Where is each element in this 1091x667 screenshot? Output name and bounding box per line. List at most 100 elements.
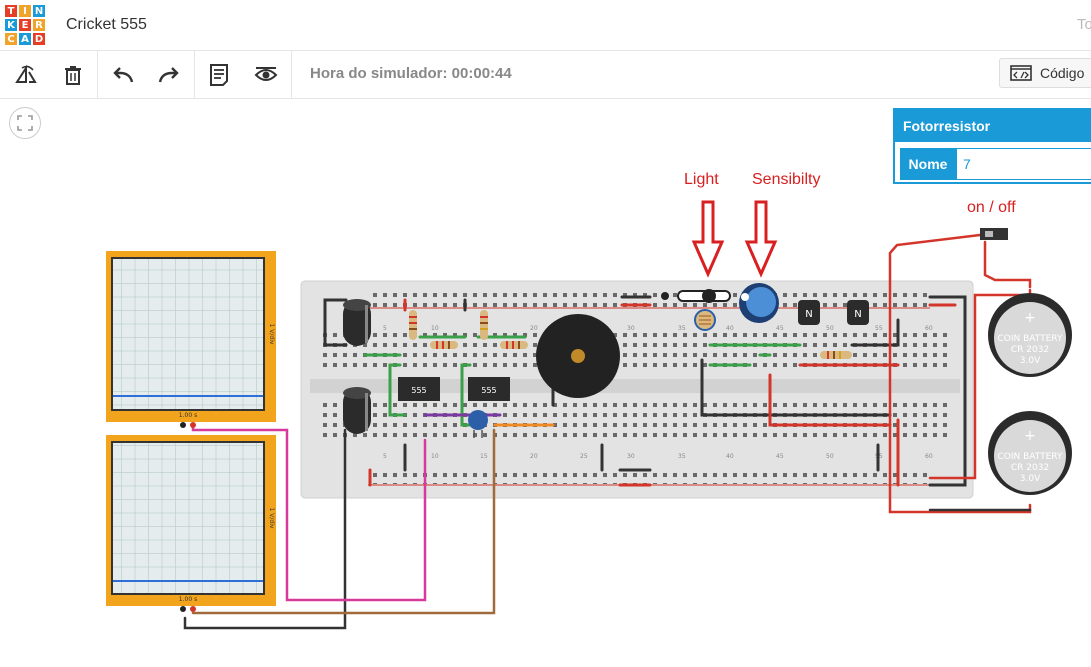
rotate-icon (15, 64, 37, 83)
svg-text:20: 20 (530, 325, 538, 332)
resistor[interactable] (820, 351, 852, 359)
battery-label: COIN BATTERY (998, 452, 1063, 462)
oscilloscope[interactable]: 1.00 s 1 V/div (106, 251, 276, 428)
code-icon (1010, 65, 1032, 81)
npn-transistor[interactable]: N (798, 300, 820, 325)
slide-switch[interactable] (980, 228, 1008, 240)
toolbar-separator (291, 51, 292, 98)
svg-text:40: 40 (726, 325, 734, 332)
svg-text:30: 30 (627, 325, 635, 332)
battery-label: CR 2032 (1011, 463, 1049, 473)
toolbar: Hora do simulador: 00:00:44 Código (0, 51, 1091, 99)
name-field[interactable]: 7 (956, 148, 1091, 180)
battery-label: CR 2032 (1011, 345, 1049, 355)
transistor-label: N (854, 309, 861, 320)
logo-letter: A (18, 32, 32, 46)
eye-icon (254, 66, 278, 81)
oscilloscope-volt-label: 1 V/div (268, 508, 275, 529)
oscilloscope-time-label: 1.00 s (179, 412, 197, 419)
battery-label: COIN BATTERY (998, 334, 1063, 344)
svg-text:30: 30 (627, 453, 635, 460)
svg-text:60: 60 (925, 453, 933, 460)
svg-text:60: 60 (925, 325, 933, 332)
logo-letter: T (4, 4, 18, 18)
ic-555[interactable]: 555 (398, 377, 440, 401)
transistor-label: N (805, 309, 812, 320)
svg-text:20: 20 (530, 453, 538, 460)
resistor[interactable] (480, 310, 488, 340)
resistor[interactable] (409, 310, 417, 340)
svg-text:50: 50 (826, 325, 834, 332)
svg-text:40: 40 (726, 453, 734, 460)
annotation-arrow-sensibility (744, 200, 778, 278)
code-button[interactable]: Código (999, 58, 1091, 88)
electrolytic-capacitor[interactable] (343, 387, 371, 434)
potentiometer[interactable] (739, 283, 779, 323)
view-button[interactable] (244, 51, 288, 98)
logo-letter: C (4, 32, 18, 46)
battery-label: 3.0V (1020, 356, 1041, 366)
svg-text:5: 5 (383, 325, 387, 332)
redo-button[interactable] (147, 51, 191, 98)
inspector-title: Fotorresistor (895, 110, 1091, 142)
svg-text:35: 35 (678, 325, 686, 332)
logo-letter: D (32, 32, 46, 46)
ceramic-capacitor[interactable] (468, 410, 488, 438)
resistor[interactable] (430, 341, 458, 349)
redo-icon (158, 66, 179, 82)
toolbar-separator (194, 51, 195, 98)
logo-letter: E (18, 18, 32, 32)
tinkercad-logo[interactable]: T I N K E R C A D (4, 4, 46, 46)
annotation-light: Light (684, 171, 719, 188)
svg-text:45: 45 (776, 453, 784, 460)
svg-text:45: 45 (776, 325, 784, 332)
svg-text:25: 25 (580, 453, 588, 460)
electrolytic-capacitor[interactable] (343, 299, 371, 346)
ic-label: 555 (411, 386, 426, 395)
svg-text:10: 10 (431, 453, 439, 460)
delete-button[interactable] (51, 51, 95, 98)
svg-text:+: + (1024, 310, 1036, 326)
ic-555[interactable]: 555 (468, 377, 510, 401)
rotate-button[interactable] (4, 51, 48, 98)
annotation-sensibility: Sensibilty (752, 171, 821, 188)
notes-button[interactable] (197, 51, 241, 98)
oscilloscope-volt-label: 1 V/div (268, 324, 275, 345)
trash-icon (65, 65, 81, 85)
svg-text:10: 10 (431, 325, 439, 332)
annotation-on-off: on / off (967, 199, 1016, 216)
logo-letter: R (32, 18, 46, 32)
breadboard-wires[interactable] (323, 295, 967, 487)
npn-transistor[interactable]: N (847, 300, 869, 325)
name-row: Nome 7 (900, 148, 1091, 180)
svg-text:15: 15 (480, 453, 488, 460)
svg-text:+: + (1024, 428, 1036, 444)
svg-text:55: 55 (875, 325, 883, 332)
notes-icon (210, 63, 228, 86)
logo-letter: K (4, 18, 18, 32)
annotation-arrow-light (691, 200, 725, 278)
project-title[interactable]: Cricket 555 (66, 16, 147, 33)
svg-text:50: 50 (826, 453, 834, 460)
logo-letter: I (18, 4, 32, 18)
coin-battery[interactable]: + COIN BATTERY CR 2032 3.0V (988, 293, 1072, 377)
undo-button[interactable] (101, 51, 145, 98)
oscilloscope-time-label: 1.00 s (179, 596, 197, 603)
oscilloscope[interactable]: 1.00 s 1 V/div (106, 435, 276, 612)
svg-text:5: 5 (383, 453, 387, 460)
logo-letter: N (32, 4, 46, 18)
ic-label: 555 (481, 386, 496, 395)
piezo-buzzer[interactable] (536, 314, 620, 398)
svg-text:35: 35 (678, 453, 686, 460)
photoresistor[interactable] (661, 289, 731, 331)
fit-view-button[interactable] (9, 107, 41, 139)
top-bar: T I N K E R C A D Cricket 555 To (0, 0, 1091, 51)
name-label: Nome (900, 148, 956, 180)
battery-label: 3.0V (1020, 474, 1041, 484)
inspector-panel: Fotorresistor Nome 7 (893, 108, 1091, 184)
resistor[interactable] (500, 341, 528, 349)
simulator-time: Hora do simulador: 00:00:44 (310, 65, 512, 82)
coin-battery[interactable]: + COIN BATTERY CR 2032 3.0V (988, 411, 1072, 495)
top-right-partial-text[interactable]: To (1077, 16, 1091, 33)
